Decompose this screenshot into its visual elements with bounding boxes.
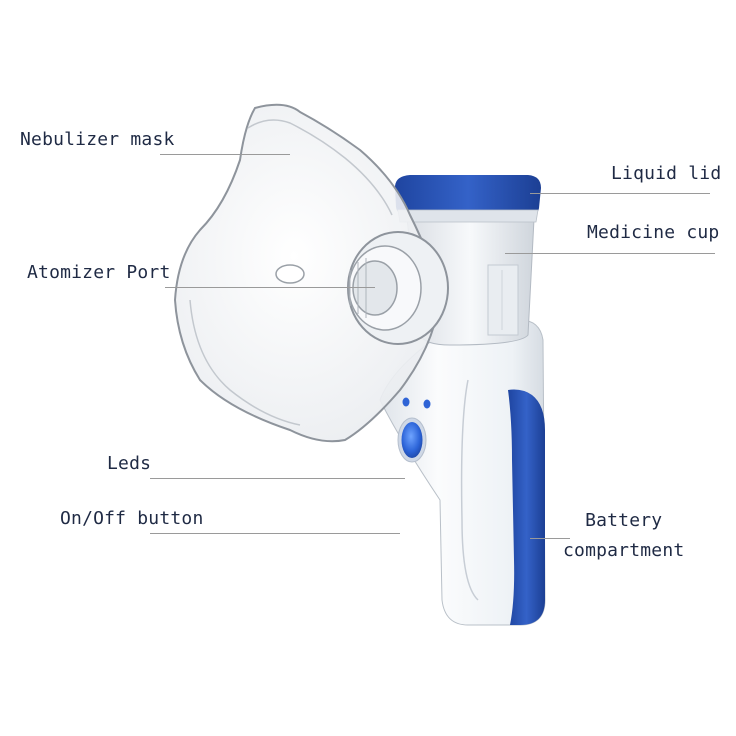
battery-compartment-panel bbox=[508, 389, 545, 625]
led-indicators bbox=[402, 397, 431, 409]
leader-nebulizer-mask bbox=[160, 154, 290, 155]
label-battery-compartment: Battery compartment bbox=[563, 506, 684, 566]
liquid-lid bbox=[395, 175, 541, 223]
leader-medicine-cup bbox=[505, 253, 715, 254]
label-onoff-button: On/Off button bbox=[60, 508, 204, 529]
atomizer-port bbox=[347, 231, 449, 345]
label-leds: Leds bbox=[107, 453, 152, 474]
mask-vent-hole bbox=[275, 264, 305, 284]
label-nebulizer-mask: Nebulizer mask bbox=[20, 129, 175, 150]
label-atomizer-port: Atomizer Port bbox=[27, 262, 171, 283]
leader-onoff-button bbox=[150, 533, 400, 534]
label-liquid-lid: Liquid lid bbox=[611, 163, 722, 184]
label-battery-line1: Battery bbox=[585, 510, 663, 531]
label-medicine-cup: Medicine cup bbox=[587, 222, 720, 243]
leader-liquid-lid bbox=[530, 193, 710, 194]
onoff-button bbox=[397, 417, 427, 463]
leader-battery-compartment bbox=[530, 538, 570, 539]
nebulizer-mask bbox=[173, 103, 442, 443]
device-body bbox=[379, 319, 546, 626]
leader-leds bbox=[150, 478, 405, 479]
label-battery-line2: compartment bbox=[563, 540, 685, 561]
leader-atomizer-port bbox=[165, 287, 375, 288]
